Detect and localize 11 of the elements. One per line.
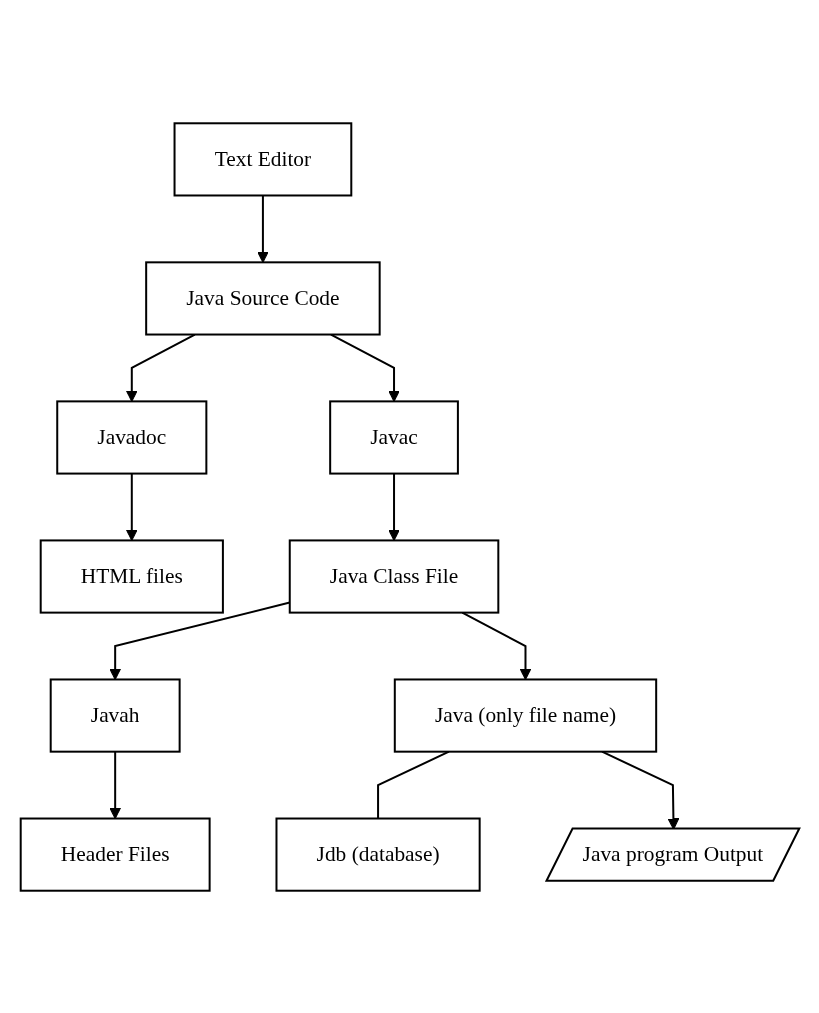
- node-box: Java Class File: [288, 538, 499, 614]
- node-box: HTML files: [39, 538, 224, 614]
- node-box: Javac: [328, 399, 459, 475]
- node-box: Header Files: [19, 817, 211, 892]
- node-box: Java Source Code: [144, 260, 381, 336]
- arrow: [108, 751, 121, 819]
- node-box: Text Editor: [173, 121, 352, 196]
- node-box: Java (only file name): [393, 677, 657, 753]
- node-box: Javadoc: [55, 399, 207, 475]
- node-box: Javah: [49, 677, 181, 753]
- node-box: Jdb (database): [274, 817, 481, 892]
